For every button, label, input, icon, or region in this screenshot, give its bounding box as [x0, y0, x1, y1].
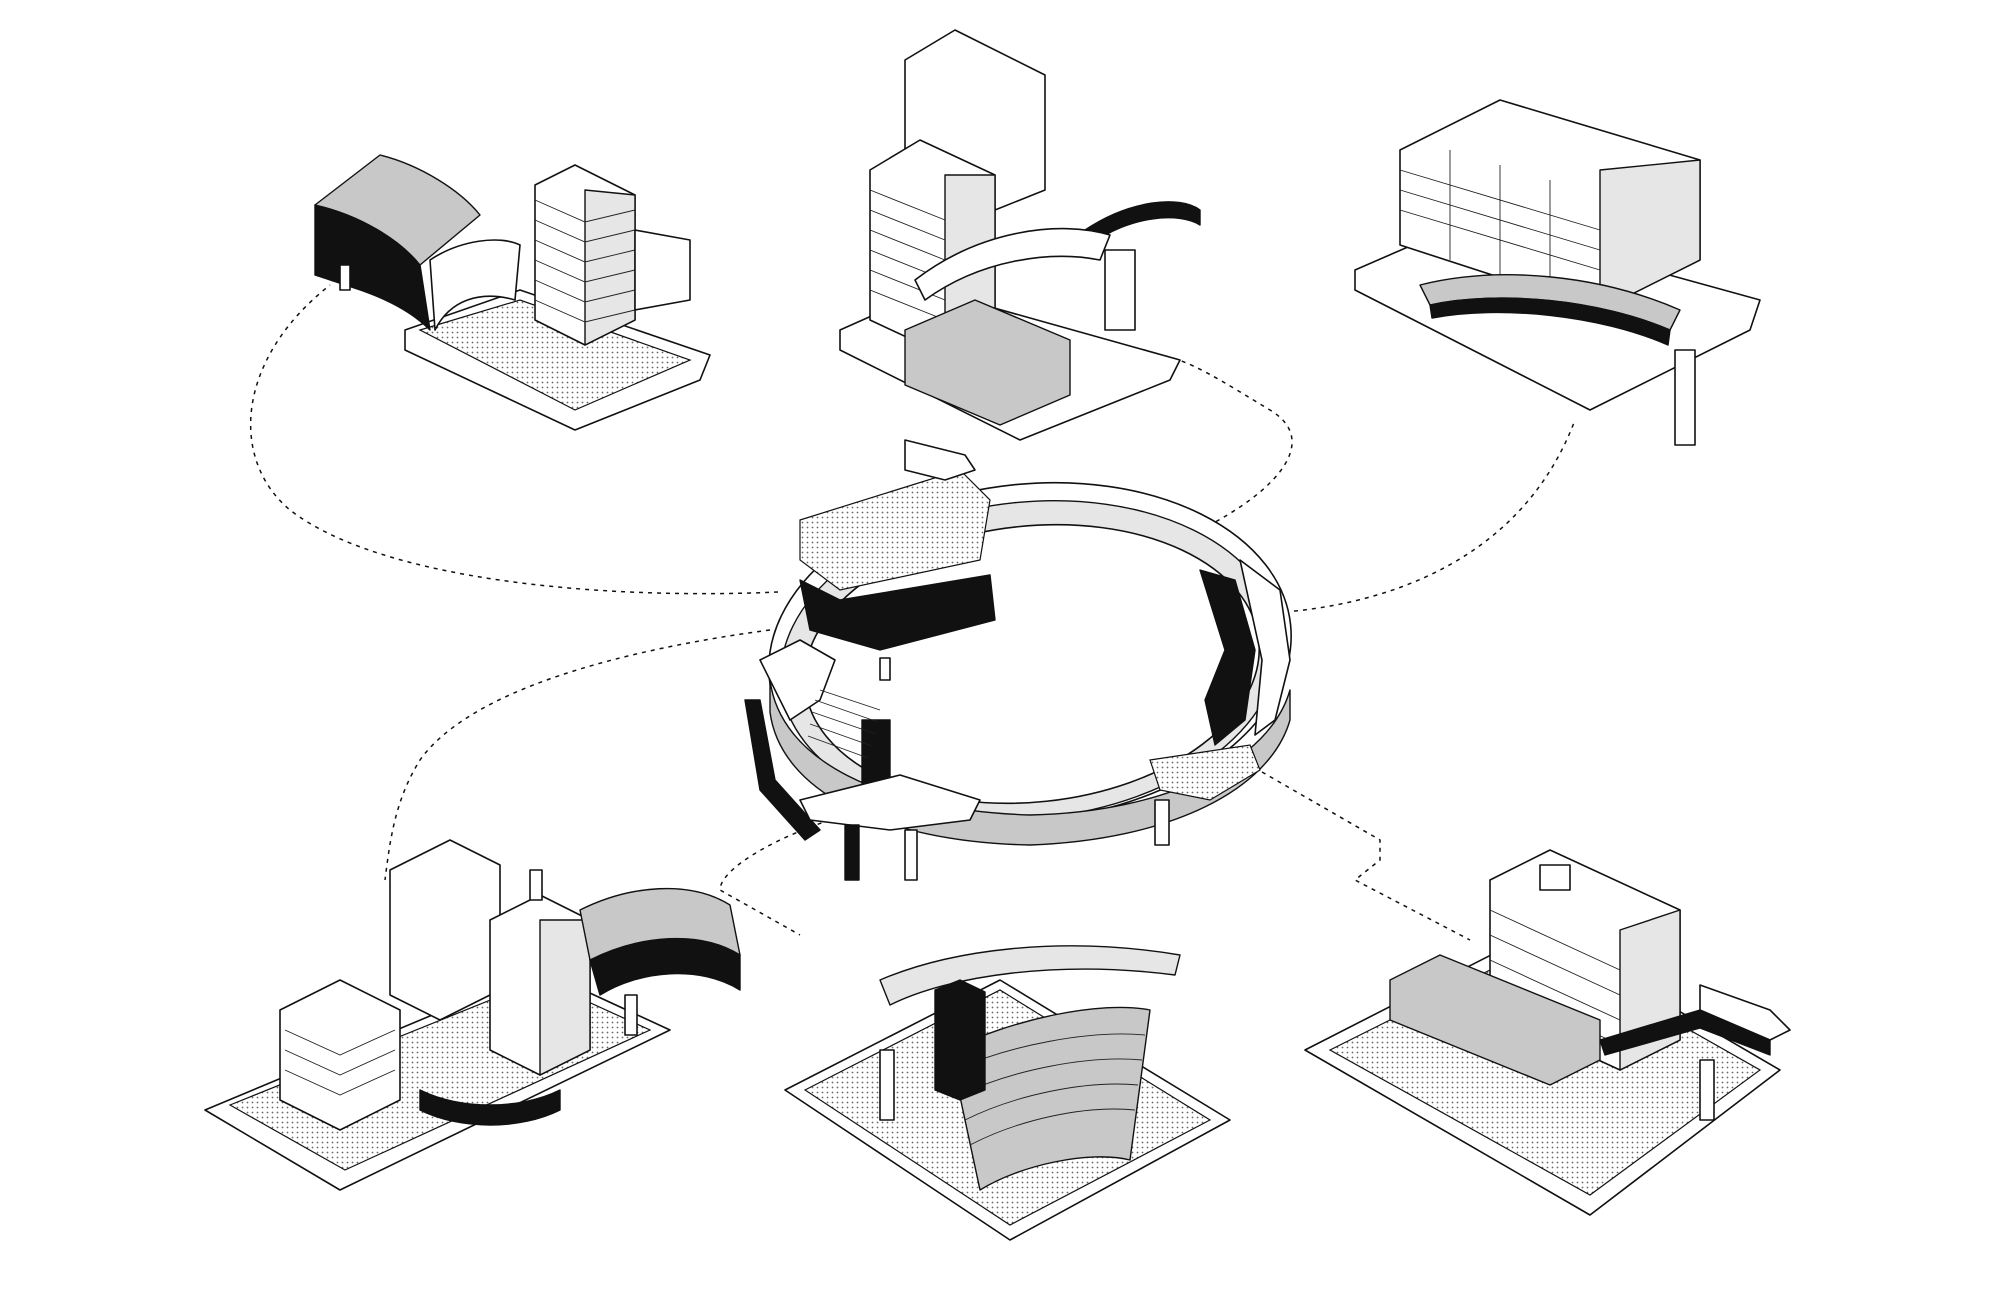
ring-north-block [799, 574, 996, 651]
br-layers [1389, 954, 1601, 1086]
bl-column [624, 994, 638, 1036]
br-roof-box [1539, 864, 1571, 891]
ring-north-ramp [904, 439, 976, 481]
connector-lines [249, 284, 1576, 941]
building-top-left [314, 154, 711, 431]
br-column [1699, 1059, 1715, 1121]
tl-site [418, 299, 692, 411]
tl-bridge-deck [314, 154, 481, 266]
bl-tower-spire [529, 869, 543, 901]
connector-bottom-center [719, 819, 831, 936]
ring-east-section [1199, 569, 1256, 746]
ring-east-fascia [1239, 559, 1291, 736]
bc-column [879, 1049, 895, 1121]
connector-top-right [1284, 419, 1576, 613]
ring-column-2 [1154, 799, 1170, 846]
br-bridge-deck [1699, 984, 1791, 1041]
bl-slab [389, 839, 501, 1021]
bc-deck [879, 945, 1181, 1006]
ring-column-3 [844, 824, 860, 881]
building-bottom-left [204, 839, 741, 1191]
tr-blocks-side [1599, 159, 1701, 311]
connector-top-left [249, 284, 779, 595]
tr-bridge-fascia [1429, 297, 1671, 346]
ring-south-tower [861, 719, 891, 791]
ring-seating [807, 689, 881, 759]
connector-bottom-left [384, 629, 771, 881]
ring-south-deck [799, 774, 981, 831]
tr-facade [1399, 150, 1601, 290]
tl-annex [634, 229, 691, 311]
tl-column [339, 264, 351, 291]
connector-top-center [1159, 354, 1293, 531]
bl-terraces [284, 1029, 396, 1096]
tr-column [1674, 349, 1696, 446]
ring-left-section [744, 699, 821, 841]
ring-column-1 [879, 657, 891, 681]
tc-canopy [1084, 201, 1201, 246]
tc-arch [914, 227, 1111, 301]
tl-ramp [429, 239, 521, 331]
tl-tower-floors [534, 199, 636, 323]
tc-tower-floors [869, 189, 946, 321]
building-top-right [1354, 99, 1761, 446]
central-ring [744, 439, 1292, 881]
building-top-center [839, 29, 1201, 441]
bc-black-tower [934, 979, 986, 1101]
building-bottom-center [784, 945, 1231, 1241]
ring-column-4 [904, 829, 918, 881]
bl-tower-side [539, 919, 591, 1076]
building-bottom-right [1304, 849, 1791, 1216]
tl-tower-side [584, 189, 636, 346]
tc-courtyard [904, 299, 1071, 426]
ring-east-terrace [1149, 744, 1261, 801]
bl-podium [419, 1089, 561, 1126]
bl-bridge-deck [579, 887, 741, 961]
tc-annex [1104, 249, 1136, 331]
connector-bottom-right [1261, 771, 1471, 941]
